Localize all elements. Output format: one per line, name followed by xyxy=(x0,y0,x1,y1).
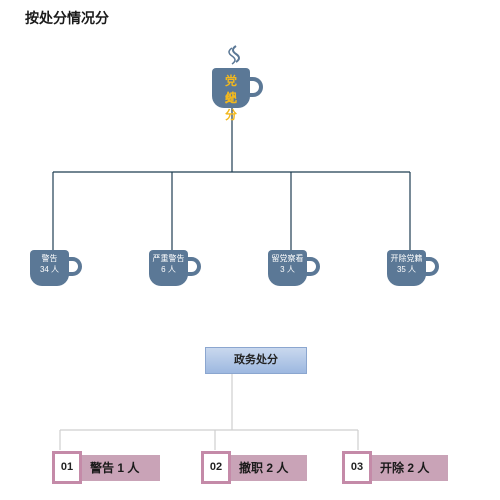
gov-root-box: 政务处分 xyxy=(205,347,307,374)
steam-icon xyxy=(232,45,240,63)
mug-handle xyxy=(306,257,320,276)
party-root-line1: 党 纪 xyxy=(224,74,243,105)
party-root-mug: 党 纪 处 分 xyxy=(212,68,268,122)
party-child-mug: 警告 34 人 xyxy=(30,250,86,286)
gov-item-label: 撤职 2 人 xyxy=(239,461,289,475)
mug-icon: 留党察看 3 人 xyxy=(268,250,307,286)
party-child-label: 留党察看 xyxy=(271,254,304,263)
mug-handle xyxy=(249,77,263,97)
mug-icon: 警告 34 人 xyxy=(30,250,69,286)
gov-item-label: 警告 1 人 xyxy=(90,461,140,475)
party-child-mug: 开除党籍 35 人 xyxy=(387,250,443,286)
party-child-mug: 严重警告 6 人 xyxy=(149,250,205,286)
party-child-label: 严重警告 xyxy=(152,254,185,263)
gov-item-label: 开除 2 人 xyxy=(380,461,430,475)
mug-icon: 开除党籍 35 人 xyxy=(387,250,426,286)
page-title: 按处分情况分 xyxy=(25,10,109,26)
party-child-label: 警告 xyxy=(41,254,58,263)
party-child-count: 35 人 xyxy=(396,265,417,274)
mug-handle xyxy=(425,257,439,276)
party-child-mug: 留党察看 3 人 xyxy=(268,250,324,286)
party-root-line2: 处 分 xyxy=(224,91,243,122)
party-child-label: 开除党籍 xyxy=(390,254,423,263)
party-child-count: 6 人 xyxy=(161,265,176,274)
mug-handle xyxy=(68,257,82,276)
steam-icon xyxy=(228,47,236,65)
gov-item-number: 03 xyxy=(342,451,372,484)
gov-item-number: 02 xyxy=(201,451,231,484)
gov-item-number: 01 xyxy=(52,451,82,484)
mug-icon: 严重警告 6 人 xyxy=(149,250,188,286)
party-child-count: 3 人 xyxy=(280,265,295,274)
mug-icon: 党 纪 处 分 xyxy=(212,68,250,122)
party-child-count: 34 人 xyxy=(39,265,60,274)
mug-handle xyxy=(187,257,201,276)
